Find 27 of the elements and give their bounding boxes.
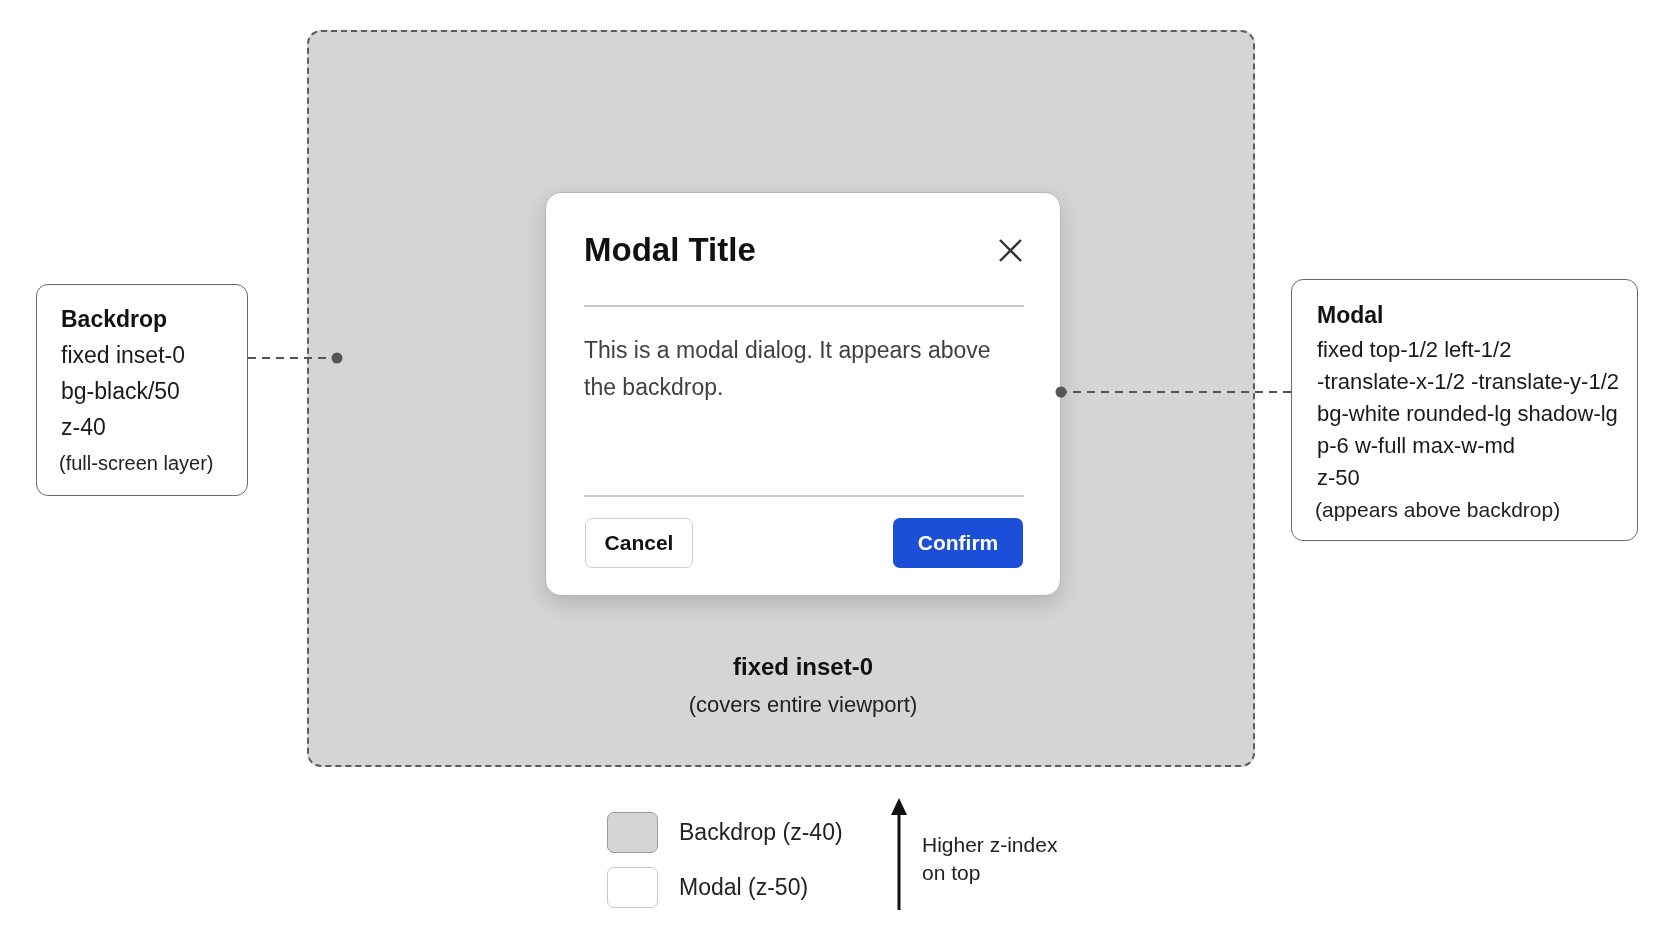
- legend-label: Modal (z-50): [679, 873, 809, 902]
- class-list-text: z-50: [1317, 464, 1360, 492]
- leader-line: [247, 352, 343, 364]
- area-note: (covers entire viewport): [688, 691, 918, 719]
- confirm-button: Confirm: [893, 518, 1023, 568]
- class-list-text: bg-black/50: [61, 377, 180, 406]
- direction-label: Higher z-index on top: [922, 832, 1059, 886]
- cancel-button: Cancel: [585, 518, 693, 568]
- class-list-text: z-40: [61, 413, 106, 442]
- legend-label: Backdrop (z-40): [679, 818, 843, 847]
- callout-box: [1291, 279, 1638, 541]
- class-list-text: fixed inset-0: [61, 341, 185, 370]
- callout-heading: Backdrop: [61, 305, 168, 334]
- class-list-text: p-6 w-full max-w-md: [1317, 432, 1516, 460]
- modal-dialog: [545, 192, 1061, 596]
- callout-box: [36, 284, 248, 496]
- modal-title: Modal Title: [584, 230, 756, 270]
- class-list-text: fixed top-1/2 left-1/2: [1317, 336, 1512, 364]
- leader-line: [1055, 386, 1292, 398]
- callout-heading: Modal: [1317, 301, 1384, 330]
- class-list-text: bg-white rounded-lg shadow-lg: [1317, 400, 1618, 428]
- modal-body-text: This is a modal dialog. It appears above the backdrop.: [584, 336, 992, 402]
- backdrop-area: [307, 30, 1255, 767]
- callout-note: (full-screen layer): [59, 451, 214, 476]
- area-label: fixed inset-0: [733, 652, 873, 682]
- class-list-text: -translate-x-1/2 -translate-y-1/2: [1317, 368, 1619, 396]
- callout-note: (appears above backdrop): [1315, 497, 1561, 523]
